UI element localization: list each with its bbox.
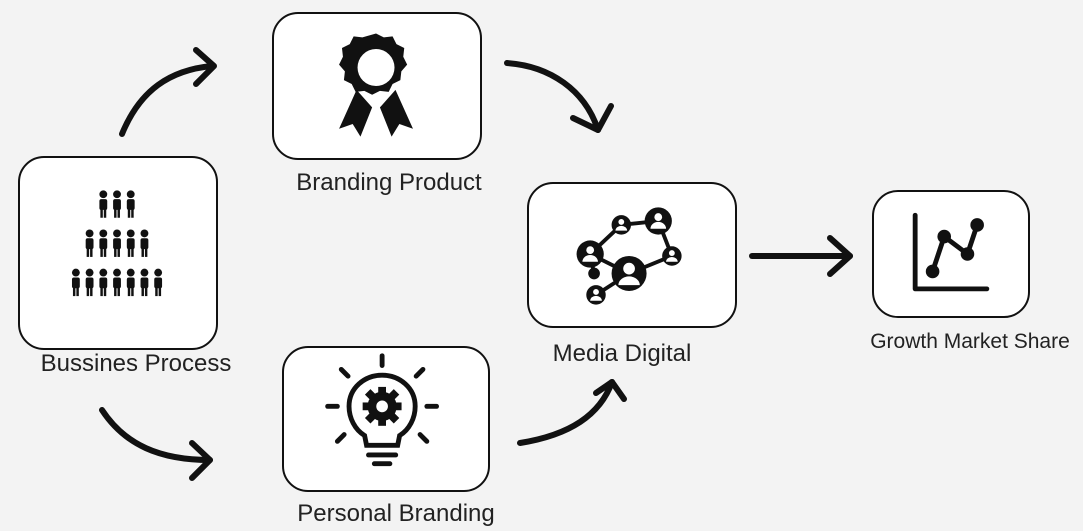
line-chart-icon (912, 212, 990, 292)
label-media-digital: Media Digital (552, 340, 692, 367)
label-business-process: Bussines Process (40, 350, 232, 377)
node-personal-branding (282, 346, 490, 492)
lightbulb-gear-icon (325, 353, 440, 467)
arrow-media-to-growth (749, 235, 853, 277)
label-branding-product: Branding Product (296, 169, 482, 196)
node-business-process (18, 156, 218, 350)
arrow-business-to-personal-branding (99, 407, 213, 481)
node-branding-product (272, 12, 482, 160)
arrow-business-to-branding-product (119, 47, 217, 137)
label-growth-market-share: Growth Market Share (870, 330, 1070, 353)
award-ribbon-icon (339, 33, 413, 137)
node-growth-market-share (872, 190, 1030, 318)
people-pyramid-icon (71, 190, 163, 297)
label-personal-branding: Personal Branding (297, 500, 495, 527)
arrow-branding-product-to-media (504, 60, 614, 133)
arrow-personal-branding-to-media (517, 379, 627, 446)
network-people-icon (576, 207, 682, 305)
node-media-digital (527, 182, 737, 328)
